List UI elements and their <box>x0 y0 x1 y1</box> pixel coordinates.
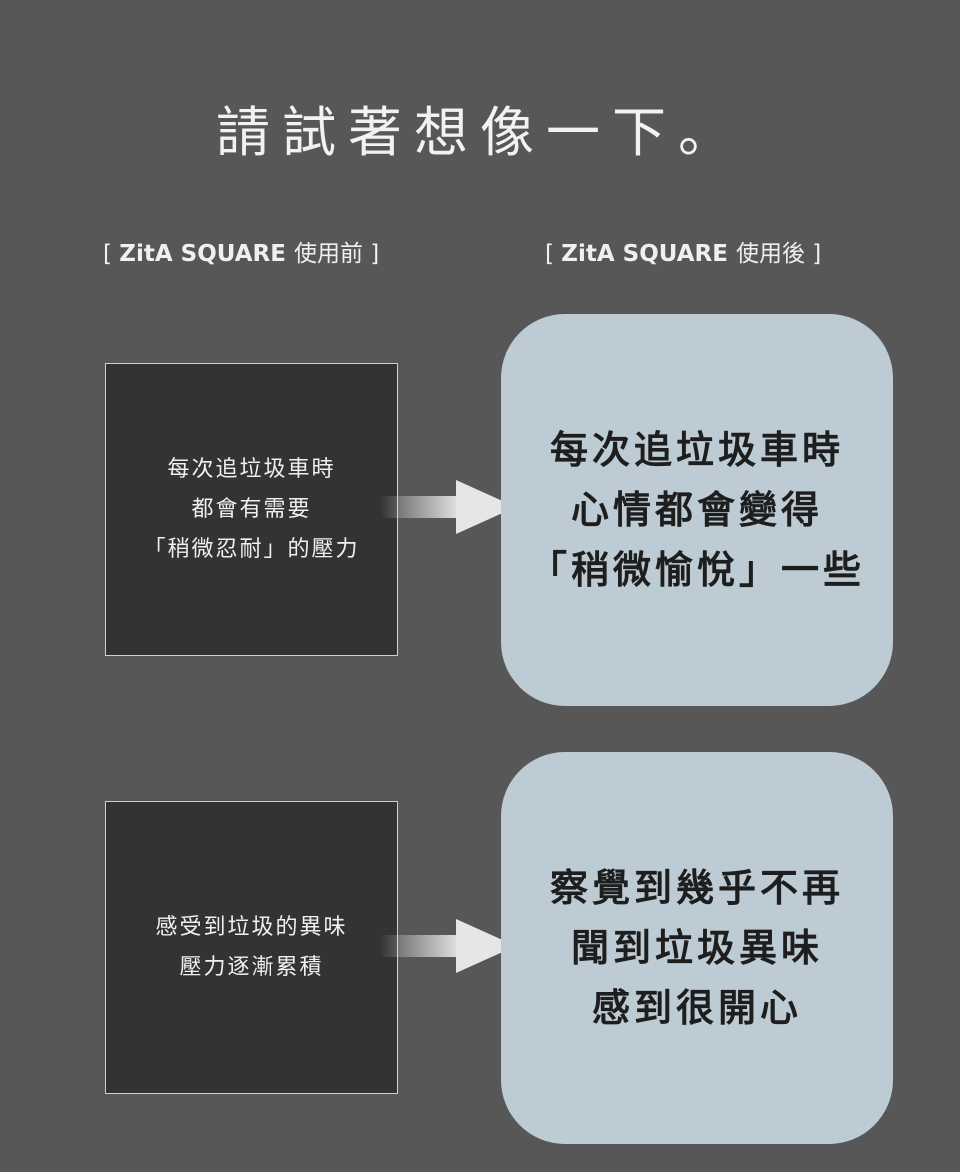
text-line: 「稍微忍耐」的壓力 <box>143 536 360 562</box>
arrow-right-icon <box>380 919 516 973</box>
text-line: 感到很開心 <box>591 985 802 1030</box>
text-line: 心情都會變得 <box>570 487 823 532</box>
text-line: 都會有需要 <box>191 496 312 522</box>
after-box-1: 每次追垃圾車時 心情都會變得 「稍微愉悅」一些 <box>501 314 893 706</box>
after-header: [ ZitA SQUARE 使用後 ] <box>545 234 821 268</box>
text-line: 察覺到幾乎不再 <box>549 865 844 910</box>
brand-name: ZitA SQUARE <box>561 241 728 267</box>
before-box-1: 每次追垃圾車時 都會有需要 「稍微忍耐」的壓力 <box>105 363 398 656</box>
before-header: [ ZitA SQUARE 使用前 ] <box>103 234 379 268</box>
before-box-2: 感受到垃圾的異味 壓力逐漸累積 <box>105 801 398 1094</box>
header-suffix: 使用後 <box>735 241 805 267</box>
text-line: 聞到垃圾異味 <box>570 925 823 970</box>
text-line: 每次追垃圾車時 <box>549 427 844 472</box>
text-line: 每次追垃圾車時 <box>167 456 336 482</box>
text-line: 感受到垃圾的異味 <box>155 914 348 940</box>
bracket-open: [ <box>545 241 562 267</box>
after-box-2: 察覺到幾乎不再 聞到垃圾異味 感到很開心 <box>501 752 893 1144</box>
bracket-close: ] <box>362 241 380 267</box>
bracket-close: ] <box>804 241 822 267</box>
bracket-open: [ <box>103 241 120 267</box>
text-line: 壓力逐漸累積 <box>179 954 324 980</box>
page-title: 請試著想像一下。 <box>216 101 744 164</box>
header-suffix: 使用前 <box>293 241 363 267</box>
text-line: 「稍微愉悅」一些 <box>528 547 865 592</box>
brand-name: ZitA SQUARE <box>119 241 286 267</box>
arrow-right-icon <box>380 480 516 534</box>
